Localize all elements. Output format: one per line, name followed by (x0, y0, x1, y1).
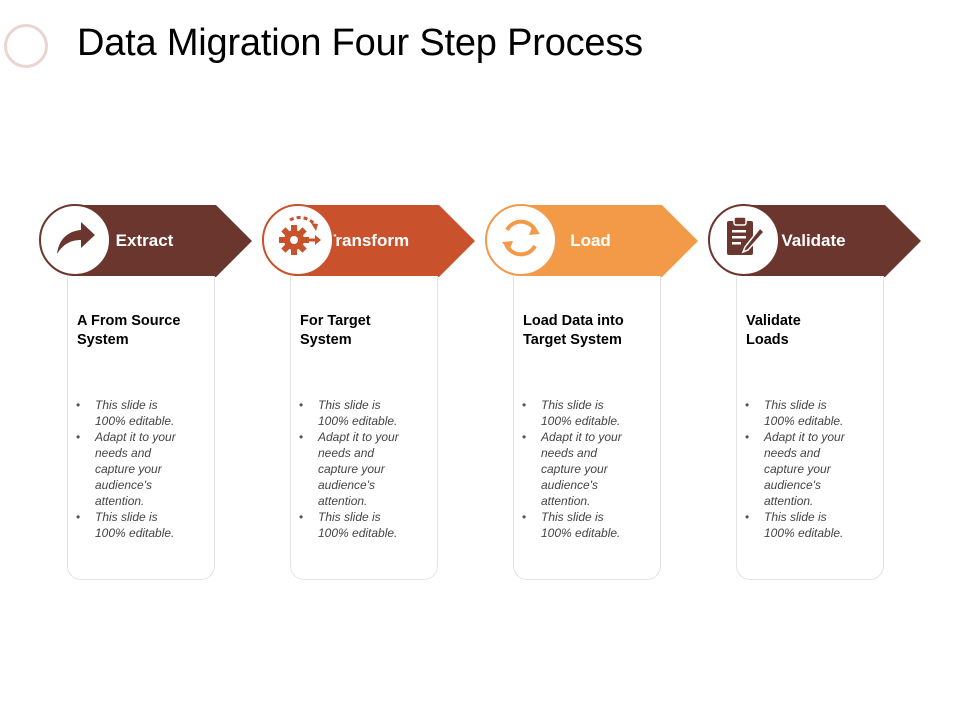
step-heading-line: Target System (523, 332, 622, 348)
bullet-item: This slide is 100% editable. (522, 397, 642, 429)
bullet-item: This slide is 100% editable. (299, 397, 419, 429)
bullet-line: This slide is (318, 398, 381, 412)
bullet-line: 100% editable. (764, 414, 844, 428)
step-bullets: This slide is 100% editable. Adapt it to … (299, 397, 419, 541)
clipboard-pen-icon (720, 214, 768, 267)
step-heading-line: Validate (746, 313, 801, 329)
step-label: Load (570, 231, 611, 250)
bullet-line: This slide is (95, 510, 158, 524)
bullet-line: This slide is (764, 510, 827, 524)
step-heading-line: Loads (746, 332, 789, 348)
bullet-line: audience's (541, 478, 598, 492)
bullet-line: Adapt it to your (95, 430, 176, 444)
bullet-line: 100% editable. (95, 526, 175, 540)
bullet-line: This slide is (764, 398, 827, 412)
step-bullets: This slide is 100% editable. Adapt it to … (522, 397, 642, 541)
bullet-item: This slide is 100% editable. (745, 397, 865, 429)
step-banner: Validate (741, 205, 923, 277)
step-bullets: This slide is 100% editable. Adapt it to … (745, 397, 865, 541)
step-heading-line: For Target (300, 313, 371, 329)
bullet-item: Adapt it to your needs and capture your aud… (299, 429, 419, 509)
step-banner: Extract (72, 205, 254, 277)
step-icon-circle (262, 204, 334, 276)
bullet-item: This slide is 100% editable. (522, 509, 642, 541)
bullet-line: capture your (541, 462, 608, 476)
bullet-line: capture your (764, 462, 831, 476)
decorative-ring (4, 24, 48, 68)
bullet-line: attention. (318, 494, 368, 508)
bullet-line: 100% editable. (541, 414, 621, 428)
bullet-line: Adapt it to your (318, 430, 399, 444)
step-bullets: This slide is 100% editable. Adapt it to … (76, 397, 196, 541)
step-heading-line: Load Data into (523, 313, 624, 329)
step-icon-circle (485, 204, 557, 276)
step-label: Transform (325, 231, 410, 250)
page-title: Data Migration Four Step Process (77, 22, 643, 64)
bullet-line: needs and (541, 446, 598, 460)
bullet-line: needs and (95, 446, 152, 460)
bullet-line: capture your (318, 462, 385, 476)
bullet-line: attention. (541, 494, 591, 508)
bullet-line: attention. (95, 494, 145, 508)
step-banner: Load (518, 205, 700, 277)
step-heading-line: A From Source (77, 313, 181, 329)
step-banner: Transform (295, 205, 477, 277)
bullet-line: needs and (764, 446, 821, 460)
bullet-line: This slide is (541, 510, 604, 524)
bullet-line: Adapt it to your (764, 430, 845, 444)
bullet-line: 100% editable. (764, 526, 844, 540)
bullet-line: audience's (318, 478, 375, 492)
step-icon-circle (708, 204, 780, 276)
bullet-item: This slide is 100% editable. (76, 397, 196, 429)
step-label: Extract (115, 231, 174, 250)
bullet-line: This slide is (318, 510, 381, 524)
bullet-line: audience's (95, 478, 152, 492)
bullet-line: 100% editable. (318, 526, 398, 540)
step-label: Validate (781, 231, 846, 250)
bullet-item: This slide is 100% editable. (299, 509, 419, 541)
bullet-line: capture your (95, 462, 162, 476)
bullet-item: This slide is 100% editable. (76, 509, 196, 541)
bullet-item: Adapt it to your needs and capture your aud… (745, 429, 865, 509)
bullet-line: attention. (764, 494, 814, 508)
step-heading-line: System (77, 332, 129, 348)
bullet-line: 100% editable. (95, 414, 175, 428)
process-step: Extract A From SourceSystemThis slide is 1… (0, 0, 252, 720)
bullet-line: This slide is (95, 398, 158, 412)
step-heading-line: System (300, 332, 352, 348)
gear-arrows-icon (272, 212, 324, 269)
step-icon-circle (39, 204, 111, 276)
bullet-line: 100% editable. (541, 526, 621, 540)
bullet-item: Adapt it to your needs and capture your aud… (522, 429, 642, 509)
refresh-icon (496, 213, 546, 268)
bullet-line: This slide is (541, 398, 604, 412)
bullet-item: Adapt it to your needs and capture your aud… (76, 429, 196, 509)
bullet-line: audience's (764, 478, 821, 492)
bullet-line: 100% editable. (318, 414, 398, 428)
bullet-line: Adapt it to your (541, 430, 622, 444)
bullet-line: needs and (318, 446, 375, 460)
curved-arrow-icon (51, 214, 99, 267)
bullet-item: This slide is 100% editable. (745, 509, 865, 541)
